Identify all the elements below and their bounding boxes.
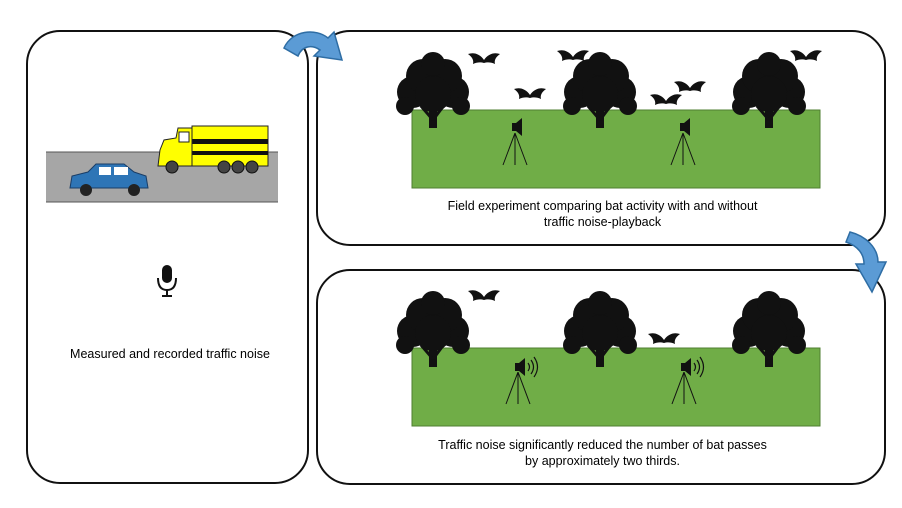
truck-icon — [157, 125, 269, 174]
curved-arrow-icon — [845, 231, 888, 294]
field-top — [411, 109, 821, 189]
field-bottom — [411, 347, 821, 427]
bat-icon — [650, 94, 682, 105]
bat-icon — [790, 50, 822, 61]
caption-field-experiment: Field experiment comparing bat activity … — [330, 198, 875, 230]
microphone-icon — [157, 265, 177, 297]
bat-icon — [468, 53, 500, 64]
caption-traffic-noise: Measured and recorded traffic noise — [40, 346, 300, 362]
bat-icon — [557, 50, 589, 61]
caption-result: Traffic noise significantly reduced the … — [330, 437, 875, 469]
car-icon — [69, 163, 149, 196]
caption-line: by approximately two thirds. — [525, 454, 680, 468]
bat-icon — [468, 290, 500, 301]
curved-arrow-icon — [283, 30, 344, 61]
caption-line: traffic noise-playback — [543, 215, 662, 229]
bat-icon — [674, 81, 706, 92]
panel-traffic-noise — [26, 30, 309, 484]
caption-text: Measured and recorded traffic noise — [70, 347, 270, 361]
caption-line: Field experiment comparing bat activity … — [447, 199, 758, 213]
bat-icon — [648, 333, 680, 344]
bat-icon — [514, 88, 546, 99]
caption-line: Traffic noise significantly reduced the … — [438, 438, 767, 452]
